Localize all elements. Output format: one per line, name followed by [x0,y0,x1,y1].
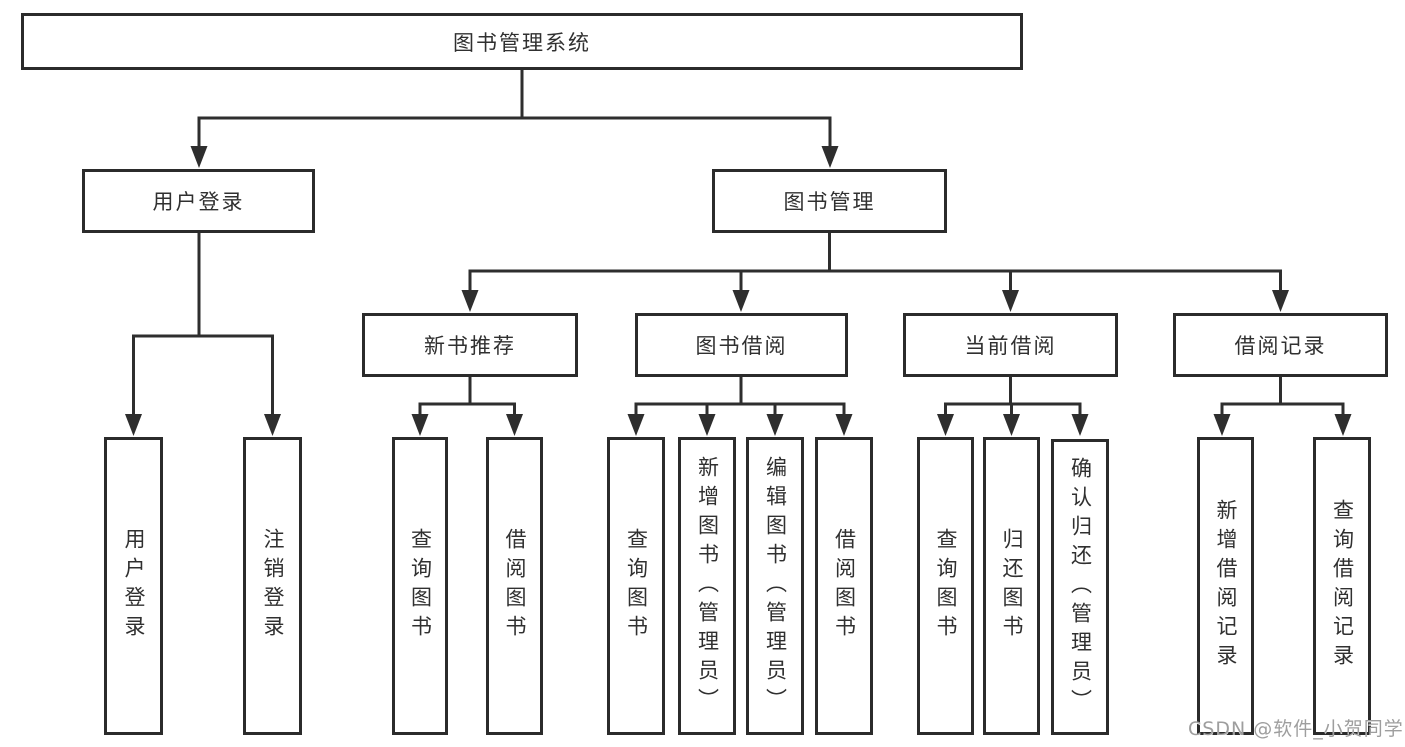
connector-records-branch [1220,402,1345,420]
leaf-edit-books-admin-label: 编辑图书（管理员） [763,455,788,717]
leaf-borrow-borrow-books: 借阅图书 [815,437,873,735]
leaf-newrec-borrow-books: 借阅图书 [486,437,543,735]
connector-borrow-branch [634,402,846,420]
leaf-newrec-query-books-label: 查询图书 [408,528,433,644]
leaf-user-login: 用户登录 [104,437,163,735]
leaf-add-books-admin: 新增图书（管理员） [678,437,736,735]
leaf-borrow-query-books-label: 查询图书 [624,528,649,644]
node-book-borrow: 图书借阅 [635,313,848,377]
node-new-book-recommend: 新书推荐 [362,313,578,377]
leaf-logout: 注销登录 [243,437,302,735]
leaf-newrec-query-books: 查询图书 [392,437,448,735]
leaf-current-query-books-label: 查询图书 [934,528,958,644]
leaf-confirm-return-admin-label: 确认归还（管理员） [1068,456,1093,718]
node-book-management: 图书管理 [712,169,947,233]
leaf-borrow-borrow-books-label: 借阅图书 [832,528,857,644]
leaf-add-borrow-record-label: 新增借阅记录 [1214,499,1238,673]
connector-root-branch [197,116,832,150]
leaf-query-borrow-record: 查询借阅记录 [1313,437,1371,735]
leaf-query-borrow-record-label: 查询借阅记录 [1330,499,1355,673]
leaf-edit-books-admin: 编辑图书（管理员） [746,437,804,735]
leaf-user-login-label: 用户登录 [122,528,146,644]
leaf-logout-label: 注销登录 [261,528,285,644]
node-current-borrow: 当前借阅 [903,313,1118,377]
csdn-watermark: CSDN @软件_小贺同学 [1188,718,1404,740]
leaf-borrow-query-books: 查询图书 [607,437,665,735]
leaf-current-query-books: 查询图书 [917,437,974,735]
leaf-return-books: 归还图书 [983,437,1040,735]
connector-current-branch [944,402,1082,420]
node-borrow-records: 借阅记录 [1173,313,1388,377]
leaf-newrec-borrow-books-label: 借阅图书 [503,528,527,644]
connector-newbook-branch [418,402,516,420]
leaf-confirm-return-admin: 确认归还（管理员） [1051,439,1109,735]
leaf-add-borrow-record: 新增借阅记录 [1197,437,1254,735]
node-user-login-group: 用户登录 [82,169,315,233]
leaf-return-books-label: 归还图书 [1000,528,1024,644]
leaf-add-books-admin-label: 新增图书（管理员） [695,455,720,717]
connector-userlogin-branch [132,334,274,420]
node-root-system: 图书管理系统 [21,13,1023,70]
connector-bookmgmt-branch [468,269,1282,296]
